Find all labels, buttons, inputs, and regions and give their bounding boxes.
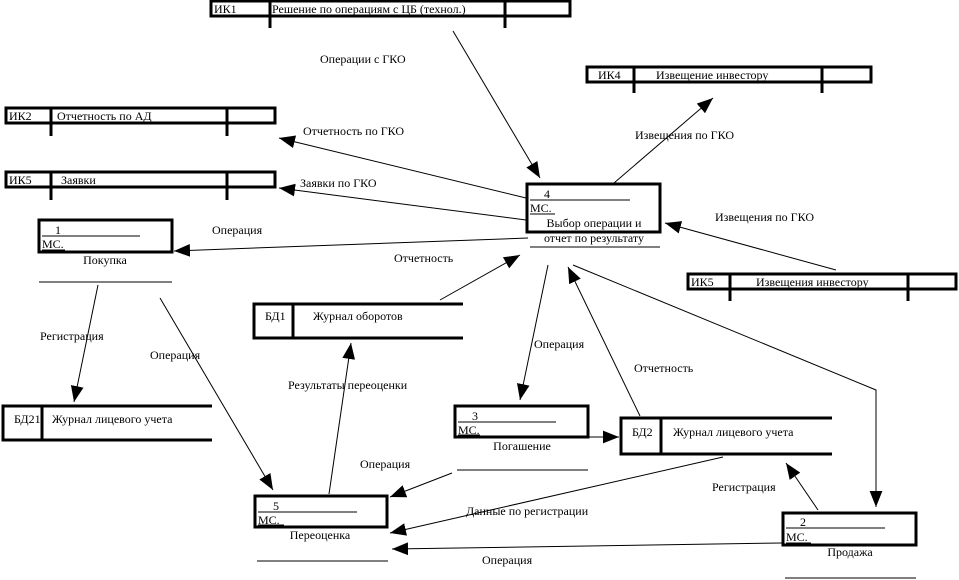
flow-label: Регистрация xyxy=(712,480,776,494)
process-role: МС. xyxy=(786,530,808,544)
process-number: 1 xyxy=(55,223,61,237)
flow-reporting-gko[interactable]: Отчетность по ГКО xyxy=(278,124,527,199)
store-name: Журнал лицевого учета xyxy=(52,412,173,426)
store-code: БД1 xyxy=(265,309,286,323)
process-1[interactable]: 1 МС. Покупка xyxy=(37,218,174,283)
flow-reporting-bd1[interactable]: Отчетность xyxy=(394,251,521,301)
process-name: Покупка xyxy=(83,253,127,267)
process-5[interactable]: 5 МС. Переоценка xyxy=(253,494,389,562)
external-entity-ik5-notices[interactable]: ИК5 Извещения инвестору xyxy=(686,272,958,301)
process-role: МС. xyxy=(258,513,280,527)
flow-label: Отчетность xyxy=(394,251,454,265)
flow-operation-2-to-5[interactable]: Операция xyxy=(391,542,783,567)
process-name: Погашение xyxy=(493,439,551,453)
data-store-bd21[interactable]: БД21 Журнал лицевого учета xyxy=(1,404,212,442)
flow-label: Отчетность по ГКО xyxy=(303,124,404,138)
flow-label: Операция xyxy=(482,553,533,567)
external-entity-ik1[interactable]: ИК1 Решение по операциям с ЦБ (технол.) xyxy=(209,0,572,28)
flow-registration-data[interactable]: Данные по регистрации xyxy=(389,456,724,536)
flow-reporting-bd2[interactable]: Отчетность xyxy=(567,266,694,417)
entity-name: Решение по операциям с ЦБ (технол.) xyxy=(272,2,466,16)
entity-name: Отчетность по АД xyxy=(57,109,152,123)
flow-4-to-2[interactable] xyxy=(572,264,883,507)
store-name: Журнал оборотов xyxy=(313,309,403,323)
entity-name: Заявки xyxy=(61,173,96,187)
flow-label: Извещения по ГКО xyxy=(635,128,734,142)
flow-notices-gko-ik5[interactable]: Извещения по ГКО xyxy=(664,210,837,271)
flow-label: Регистрация xyxy=(40,329,104,343)
flow-label: Операция xyxy=(360,457,411,471)
process-name: Продажа xyxy=(827,545,873,559)
process-role: МС. xyxy=(458,423,480,437)
entity-code: ИК1 xyxy=(214,2,237,16)
flow-registration-bd21[interactable]: Регистрация xyxy=(40,284,104,403)
flow-revaluation-results[interactable]: Результаты переоценки xyxy=(288,342,408,495)
entity-code: ИК4 xyxy=(598,68,621,82)
process-name: Переоценка xyxy=(290,528,351,542)
flow-label: Отчетность xyxy=(634,361,694,375)
flow-label: Заявки по ГКО xyxy=(300,176,377,190)
process-number: 3 xyxy=(472,409,478,423)
external-entity-ik2[interactable]: ИК2 Отчетность по АД xyxy=(4,106,277,136)
entity-code: ИК2 xyxy=(9,109,32,123)
flow-label: Операция xyxy=(150,348,201,362)
process-number: 2 xyxy=(800,515,806,529)
flow-operation-to-3[interactable]: Операция xyxy=(516,264,585,401)
external-entity-ik4[interactable]: ИК4 Извещение инвестору xyxy=(585,65,873,93)
data-store-bd1[interactable]: БД1 Журнал оборотов xyxy=(252,302,463,340)
entity-code: ИК5 xyxy=(9,173,32,187)
process-role: МС. xyxy=(530,201,552,215)
entity-name: Извещение инвестору xyxy=(656,68,768,82)
flow-registration-bd2[interactable]: Регистрация xyxy=(712,462,819,511)
flow-label: Операция xyxy=(534,337,585,351)
process-name-line: отчет по результату xyxy=(544,231,644,245)
flow-operation-1-to-5[interactable]: Операция xyxy=(150,297,274,491)
flow-operation-3-to-5[interactable]: Операция xyxy=(360,457,453,498)
flow-label: Извещения по ГКО xyxy=(715,210,814,224)
process-number: 4 xyxy=(544,187,550,201)
flow-operations-gko[interactable]: Операции с ГКО xyxy=(320,30,541,179)
process-4[interactable]: 4 МС. Выбор операции и отчет по результа… xyxy=(525,182,662,248)
flow-operation-to-1[interactable]: Операция xyxy=(173,223,529,257)
flow-label: Данные по регистрации xyxy=(466,504,589,518)
process-role: МС. xyxy=(42,237,64,251)
external-entity-ik5-requests[interactable]: ИК5 Заявки xyxy=(4,170,277,200)
flow-label: Операция xyxy=(212,223,263,237)
flow-requests-gko[interactable]: Заявки по ГКО xyxy=(278,176,527,221)
flow-label: Операции с ГКО xyxy=(320,52,406,66)
entity-name: Извещения инвестору xyxy=(756,275,869,289)
process-3[interactable]: 3 МС. Погашение xyxy=(453,404,590,471)
flow-notices-gko-ik4[interactable]: Извещения по ГКО xyxy=(613,97,734,184)
process-number: 5 xyxy=(273,499,279,513)
entity-code: ИК5 xyxy=(691,275,714,289)
store-code: БД21 xyxy=(14,412,41,426)
process-name-line: Выбор операции и xyxy=(547,216,643,230)
process-2[interactable]: 2 МС. Продажа xyxy=(781,511,918,579)
data-store-bd2[interactable]: БД2 Журнал лицевого учета xyxy=(619,416,832,456)
store-name: Журнал лицевого учета xyxy=(673,425,794,439)
flow-label: Результаты переоценки xyxy=(288,378,408,392)
store-code: БД2 xyxy=(632,425,653,439)
